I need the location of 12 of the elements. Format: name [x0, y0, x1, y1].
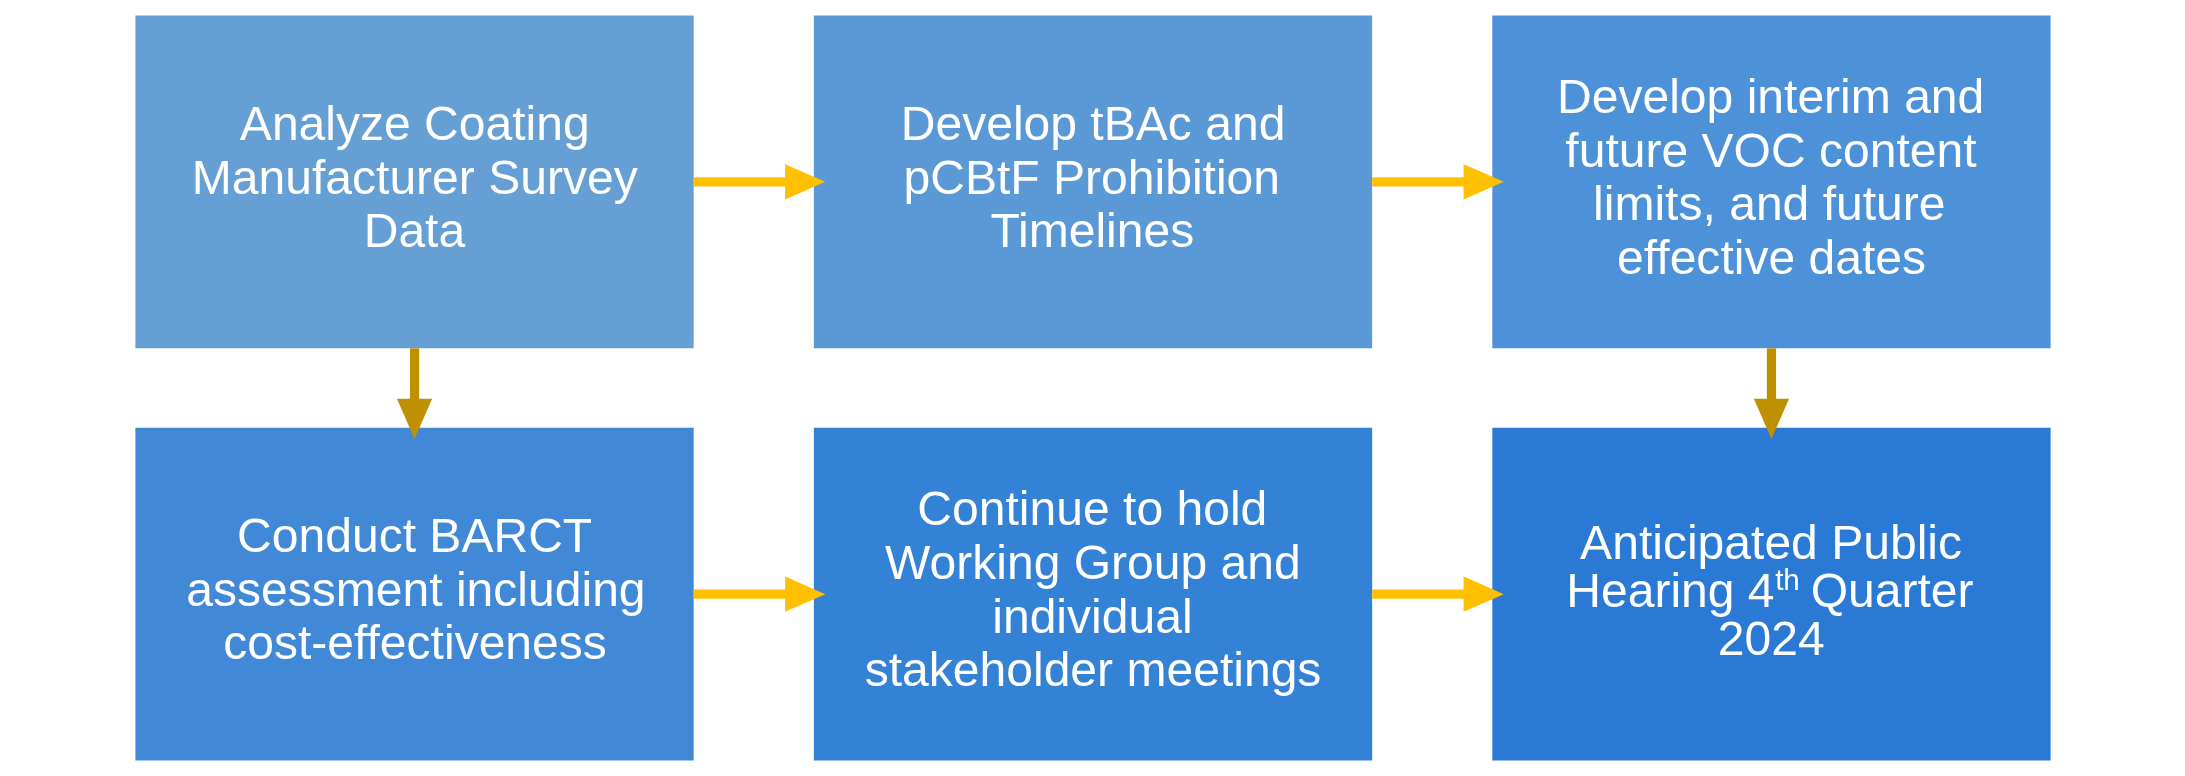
node-box: Continue to hold Working Group and individual stakeholder meetings — [813, 427, 1372, 761]
arrow — [396, 348, 432, 439]
arrow — [693, 576, 825, 612]
arrow — [1371, 576, 1504, 612]
node-box: Anticipated Public Hearing 4$^{th}$ Quarter 2024 — [1491, 427, 2051, 761]
node-box: Analyze Coating Manufacturer Survey Data — [134, 15, 694, 349]
arrow — [1371, 164, 1504, 200]
node-box: Conduct BARCT assessment including cost-effectiveness — [134, 427, 694, 761]
node-box: Develop tBAc and pCBtF Prohibition Timelines — [813, 15, 1372, 349]
node-box: Develop interim and future VOC content limits, and future effective dates — [1491, 15, 2051, 349]
arrow — [693, 164, 825, 200]
arrow — [1753, 348, 1789, 439]
